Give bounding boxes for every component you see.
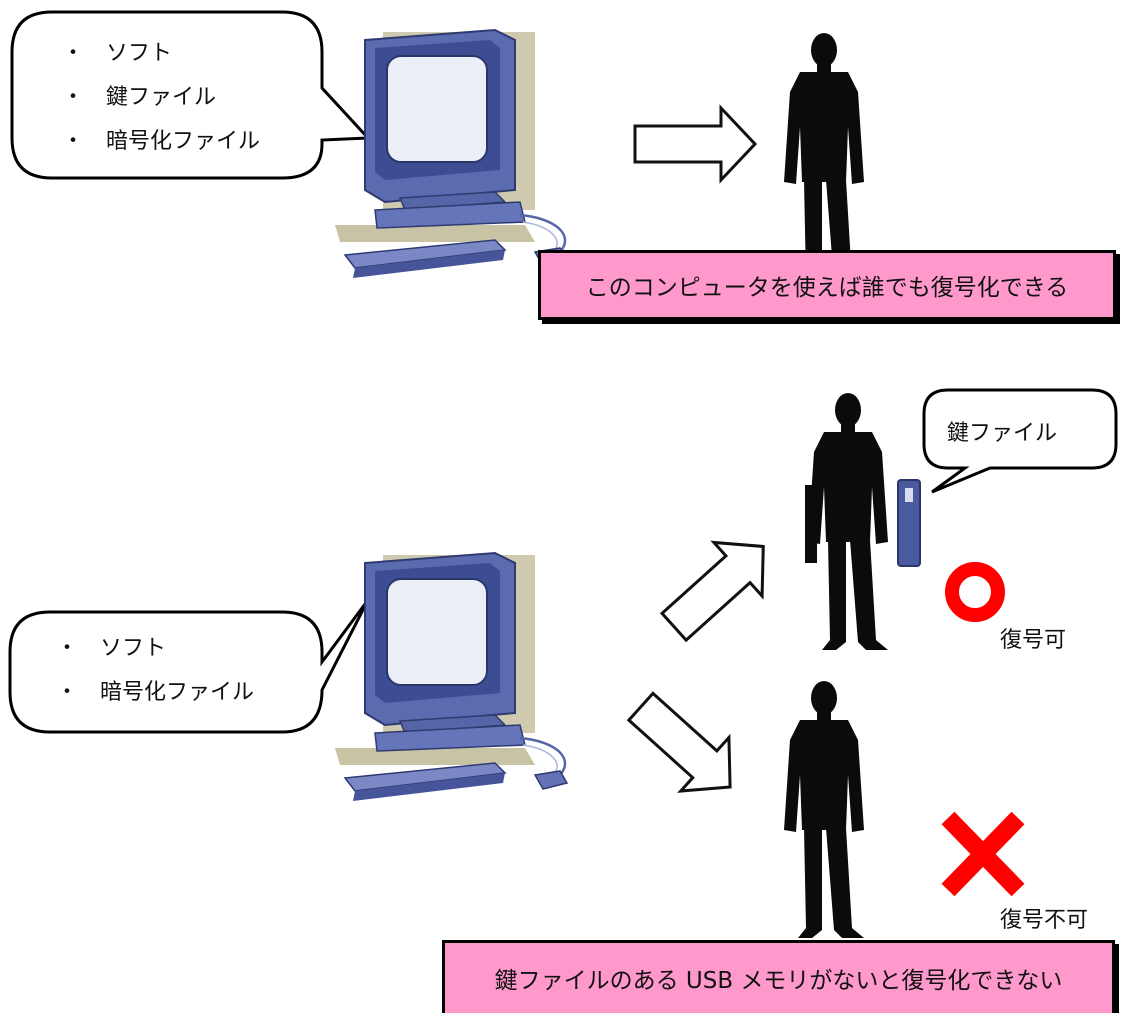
top-computer-icon xyxy=(333,28,569,280)
person-with-key-icon xyxy=(808,393,888,650)
usb-memory-icon xyxy=(897,479,921,567)
key-file-label: 鍵ファイル xyxy=(947,421,1058,446)
up-arrow-icon xyxy=(648,518,789,656)
decrypt-ng-label: 復号不可 xyxy=(1000,908,1089,933)
top-arrow-icon xyxy=(633,106,757,182)
briefcase-icon xyxy=(805,485,817,563)
top-note: このコンピュータを使えば誰でも復号化できる xyxy=(538,250,1116,320)
key-file-bubble xyxy=(922,388,1118,494)
top-bubble-list: ・ソフト ・鍵ファイル ・暗号化ファイル xyxy=(62,32,260,164)
bottom-computer-icon xyxy=(333,551,569,803)
top-bubble-item: ・ソフト xyxy=(62,41,173,66)
person-without-key-icon xyxy=(784,681,864,938)
bottom-bubble-item: ・暗号化ファイル xyxy=(56,680,255,705)
bottom-bubble-list: ・ソフト ・暗号化ファイル xyxy=(56,627,254,715)
top-speech-bubble xyxy=(10,10,372,180)
bottom-bubble-item: ・ソフト xyxy=(56,636,167,661)
top-bubble-item: ・暗号化ファイル xyxy=(62,129,261,154)
bottom-speech-bubble xyxy=(8,599,370,734)
top-bubble-item: ・鍵ファイル xyxy=(62,85,217,110)
decrypt-ok-label: 復号可 xyxy=(1000,628,1067,653)
down-arrow-icon xyxy=(615,678,756,816)
cross-ng-icon xyxy=(941,811,1025,897)
circle-ok-icon xyxy=(945,562,1005,622)
bottom-note: 鍵ファイルのある USB メモリがないと復号化できない xyxy=(442,940,1115,1013)
